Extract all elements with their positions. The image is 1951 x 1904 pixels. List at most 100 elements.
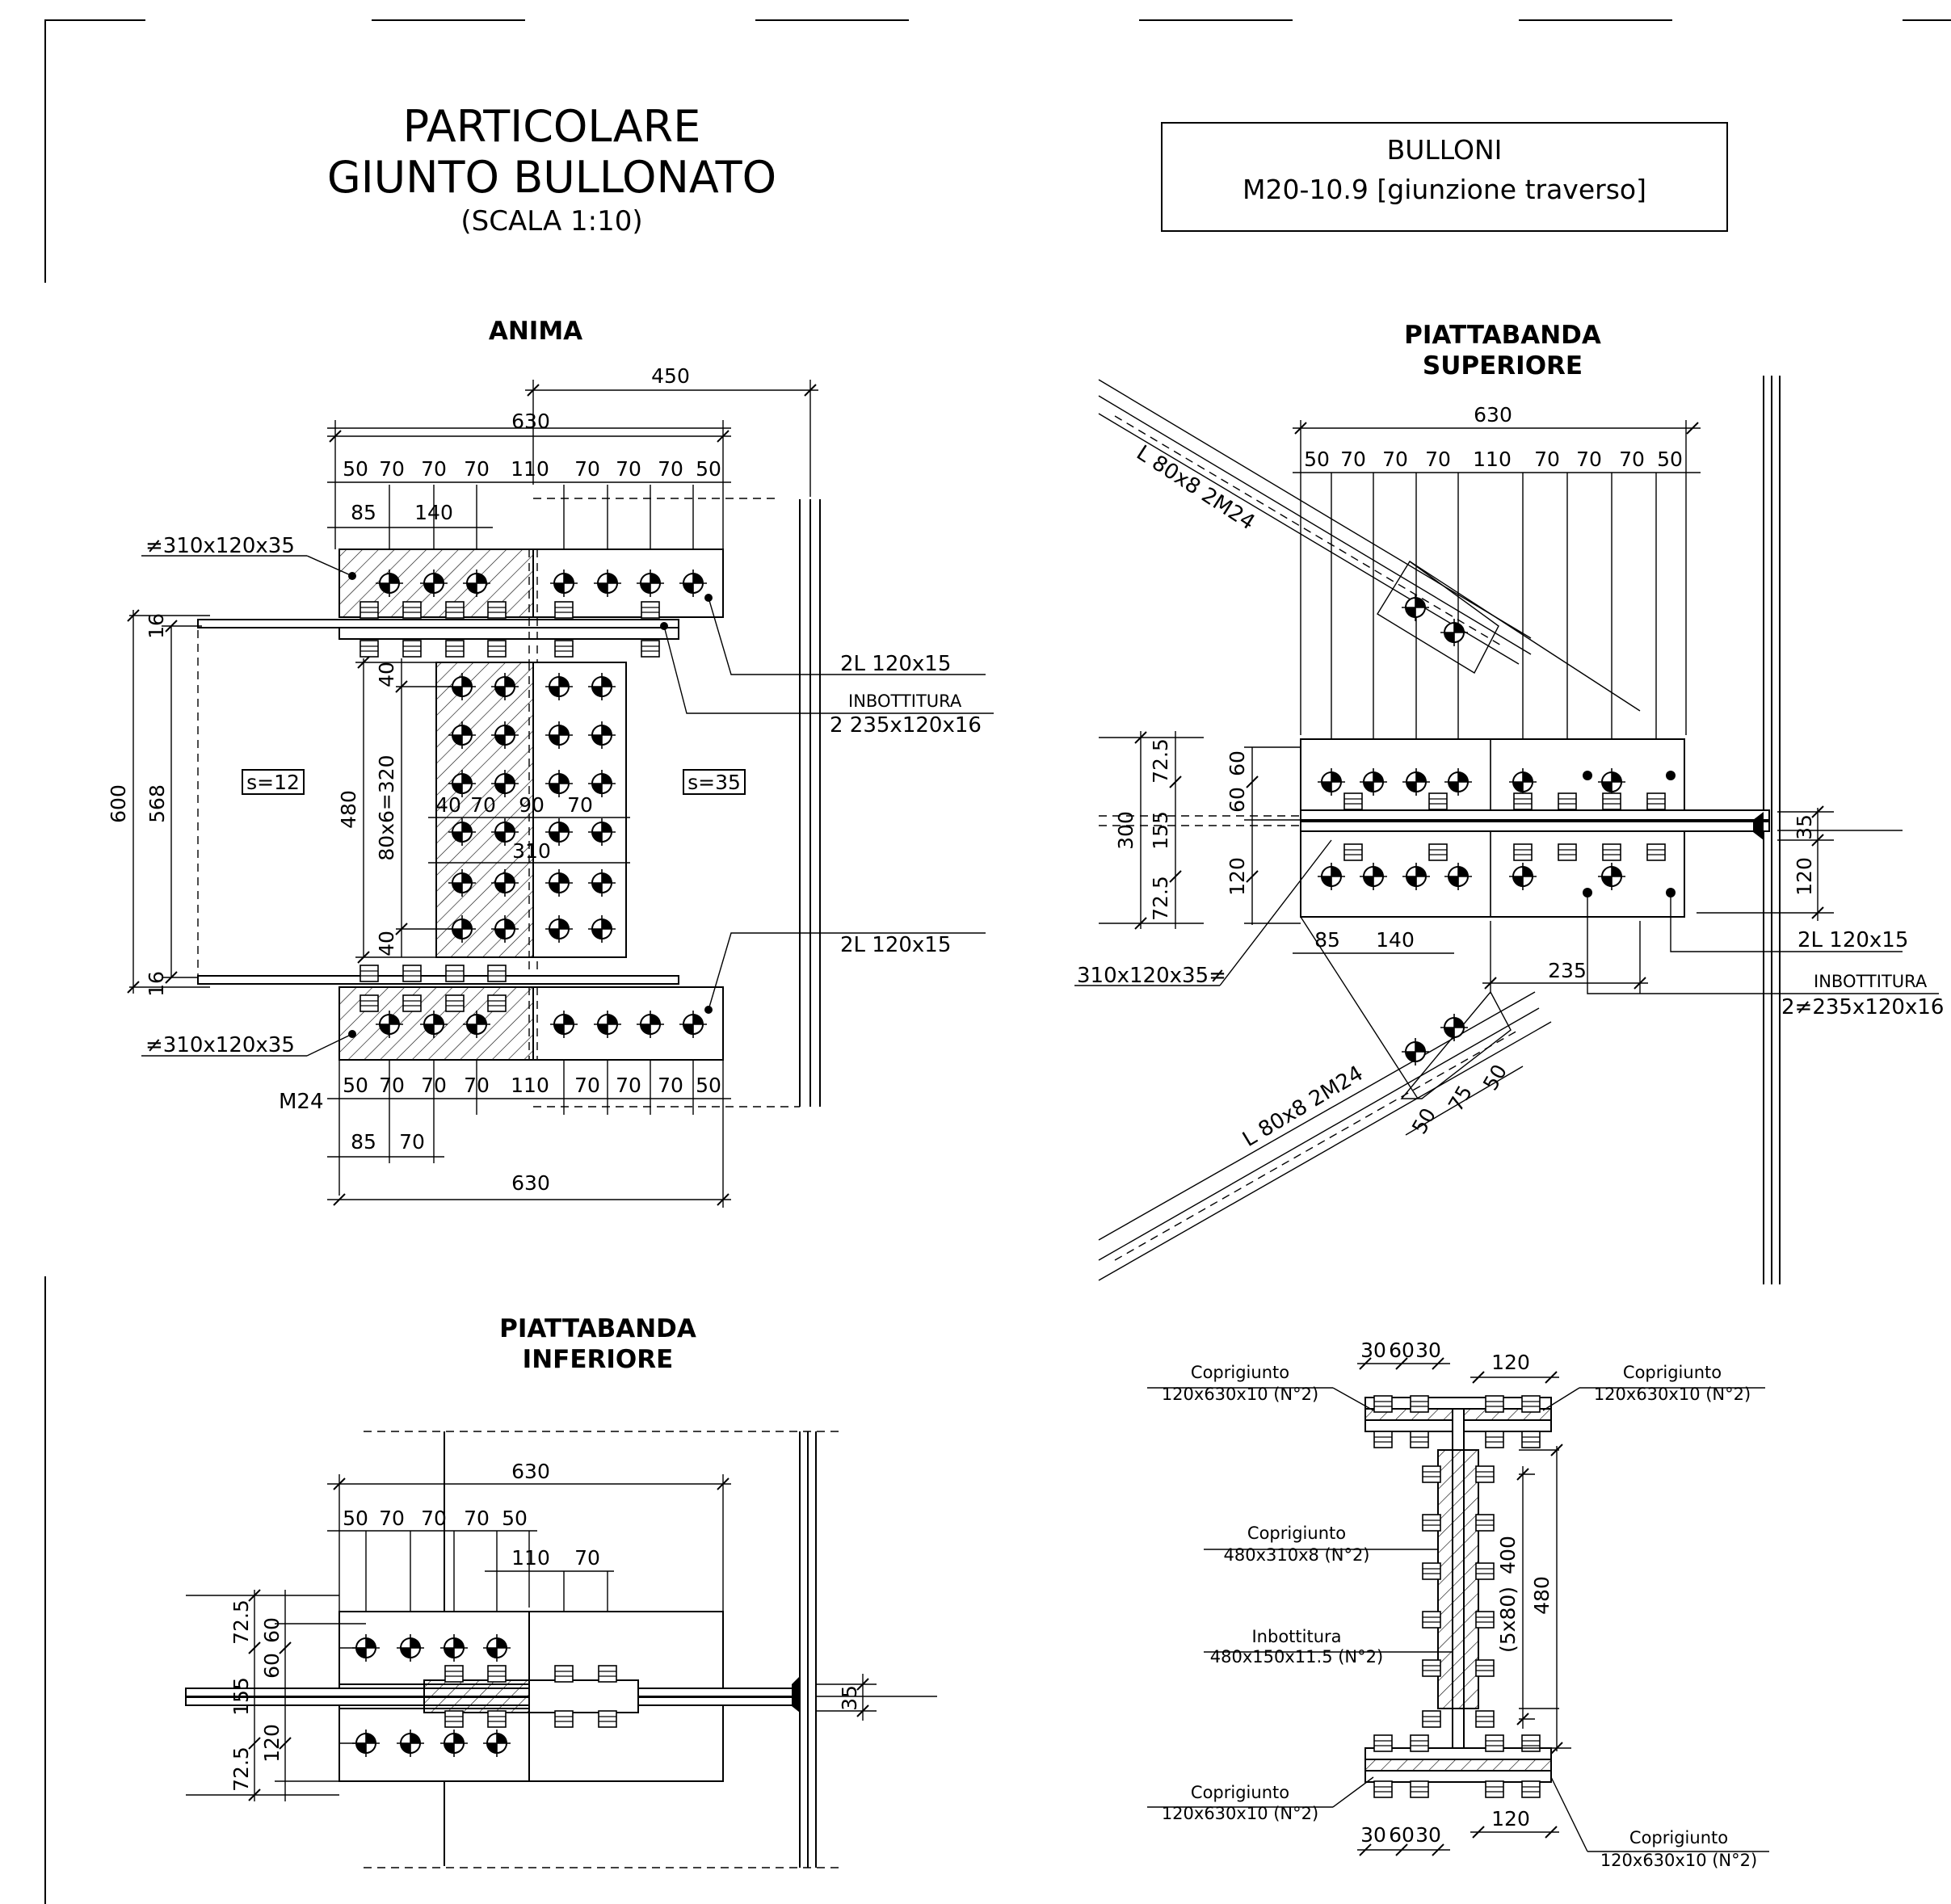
anima-angle-bottom: 2L 120x15: [840, 933, 951, 957]
inferiore-row2-dim: 110: [511, 1546, 550, 1570]
section-dim-400: 400: [1496, 1536, 1520, 1574]
anima-dim-480: 480: [337, 790, 360, 829]
anima-top-dim: 70: [421, 457, 447, 481]
anima-dim-40-top: 40: [375, 662, 398, 687]
inferiore-dim-72-5-bottom: 72.5: [229, 1746, 253, 1792]
superiore-angle-label: 2L 120x15: [1798, 928, 1908, 952]
anima-s-left: s=12: [246, 771, 300, 794]
section-copri-br-dim: 120x630x10 (N°2): [1600, 1851, 1757, 1870]
inferiore-dim-120: 120: [260, 1724, 284, 1763]
anima-dim-85-bottom: 85: [351, 1130, 376, 1154]
superiore-view: PIATTABANDA SUPERIORE 630 50 70 70 70 11…: [1074, 321, 1944, 1284]
superiore-inbottitura-dim: 2≠235x120x16: [1781, 995, 1944, 1019]
inferiore-row1-dim: 70: [421, 1507, 447, 1530]
bolt-spec-box: BULLONI M20-10.9 [giunzione traverso]: [1161, 122, 1728, 232]
sheet-frame: [44, 19, 1951, 1904]
superiore-top-dim: 70: [1534, 448, 1560, 471]
anima-dim-80x6: 80x6=320: [375, 754, 398, 860]
superiore-dim-300: 300: [1114, 811, 1137, 850]
section-bot-dim: 30: [1360, 1823, 1386, 1847]
anima-bottom-dim: 50: [343, 1074, 368, 1097]
section-top-right-dim: 120: [1491, 1351, 1530, 1374]
inferiore-row1-dim: 70: [464, 1507, 490, 1530]
section-copri-tl-dim: 120x630x10 (N°2): [1162, 1385, 1318, 1404]
section-copri-bl: Coprigiunto: [1191, 1783, 1289, 1802]
superiore-plate-label: 310x120x35≠: [1077, 964, 1226, 988]
anima-s-right: s=35: [687, 771, 741, 794]
superiore-title-1: PIATTABANDA: [1404, 321, 1601, 350]
anima-top-dim: 70: [574, 457, 600, 481]
anima-bottom-dim: 70: [658, 1074, 683, 1097]
superiore-top-row-dims: 50 70 70 70 110 70 70 70 50: [1304, 448, 1683, 471]
section-copri-web: Coprigiunto: [1247, 1524, 1346, 1543]
title-line1: PARTICOLARE: [403, 101, 701, 152]
inferiore-title-1: PIATTABANDA: [499, 1314, 696, 1343]
superiore-dim-85: 85: [1314, 928, 1340, 952]
superiore-dim-120: 120: [1226, 857, 1249, 896]
anima-top-dim: 110: [511, 457, 549, 481]
anima-bottom-dim: 70: [616, 1074, 641, 1097]
anima-inbottitura: INBOTTITURA: [848, 691, 962, 711]
inferiore-dim-72-5-top: 72.5: [229, 1599, 253, 1645]
superiore-top-dim: 50: [1304, 448, 1330, 471]
section-bot-dim: 60: [1389, 1823, 1415, 1847]
bolt-box-line1: BULLONI: [1387, 134, 1503, 166]
anima-dim-600: 600: [107, 784, 130, 823]
superiore-dim-155: 155: [1149, 811, 1172, 850]
superiore-brace-top: L 80x8 2M24: [1132, 441, 1259, 536]
title-line2: GIUNTO BULLONATO: [327, 152, 776, 203]
anima-dim-16-bottom: 16: [145, 971, 168, 997]
anima-bottom-dim: 70: [379, 1074, 405, 1097]
anima-top-dim: 70: [379, 457, 405, 481]
superiore-dim-72-5-bottom: 72.5: [1149, 876, 1172, 921]
inferiore-row1-dim: 50: [502, 1507, 528, 1530]
inferiore-dim-155: 155: [229, 1677, 253, 1716]
anima-view: ANIMA 450 630 50 70 70 70 110 70 70 70 5…: [107, 317, 994, 1208]
section-copri-tr-dim: 120x630x10 (N°2): [1594, 1385, 1751, 1404]
anima-web-dim: 40: [435, 793, 461, 817]
section-bot-right-dim: 120: [1491, 1807, 1530, 1830]
anima-m24-label: M24: [279, 1090, 324, 1114]
section-copri-web-dim: 480x310x8 (N°2): [1223, 1545, 1369, 1565]
inferiore-row1-dim: 70: [379, 1507, 405, 1530]
anima-top-row-dims: 50 70 70 70 110 70 70 70 50: [343, 457, 721, 481]
section-copri-tr: Coprigiunto: [1623, 1363, 1722, 1382]
superiore-top-dim: 110: [1473, 448, 1512, 471]
anima-bottom-dim: 50: [696, 1074, 721, 1097]
title-block: PARTICOLARE GIUNTO BULLONATO (SCALA 1:10…: [327, 101, 776, 237]
inferiore-dim-60a: 60: [260, 1617, 284, 1643]
superiore-dim-120-right: 120: [1793, 857, 1816, 896]
superiore-gusset-dim: 50: [1407, 1104, 1440, 1138]
inferiore-dim-60b: 60: [260, 1653, 284, 1679]
anima-web-dim: 70: [567, 793, 593, 817]
section-dim-5x80: (5x80): [1496, 1587, 1520, 1653]
inferiore-title-2: INFERIORE: [523, 1345, 674, 1374]
section-dim-480: 480: [1530, 1576, 1554, 1615]
section-view: 30 60 30 120 30 60 30 120 400 (5x80) 480…: [1147, 1339, 1769, 1870]
superiore-top-dim: 70: [1340, 448, 1366, 471]
bolt-box-line2: M20-10.9 [giunzione traverso]: [1243, 174, 1646, 205]
inferiore-row1-dims: 50 70 70 70 50: [343, 1507, 528, 1530]
section-inb-dim: 480x150x11.5 (N°2): [1210, 1647, 1383, 1667]
inferiore-row2-dim: 70: [574, 1546, 600, 1570]
section-bot-dim: 30: [1415, 1823, 1441, 1847]
anima-dim-16-top: 16: [145, 613, 168, 639]
superiore-top-dim: 70: [1382, 448, 1408, 471]
superiore-dim-72-5-top: 72.5: [1149, 738, 1172, 784]
section-top-dim: 60: [1389, 1339, 1415, 1362]
superiore-dim-140: 140: [1376, 928, 1415, 952]
anima-web-dim: 90: [519, 793, 545, 817]
anima-dim-70-bottom: 70: [399, 1130, 425, 1154]
anima-dim-568: 568: [145, 784, 169, 823]
anima-top-dim: 70: [616, 457, 641, 481]
section-inb-label: Inbottitura: [1251, 1627, 1341, 1646]
anima-dim-40-bottom: 40: [375, 931, 398, 956]
anima-dim-630-bottom: 630: [511, 1171, 550, 1195]
anima-dim-630-top: 630: [511, 410, 550, 433]
superiore-dim-35: 35: [1793, 814, 1816, 840]
anima-plate-bottom-label: ≠310x120x35: [145, 1033, 295, 1057]
anima-angle-top: 2L 120x15: [840, 652, 951, 676]
anima-dim-310: 310: [512, 839, 551, 863]
section-top-dim: 30: [1360, 1339, 1386, 1362]
